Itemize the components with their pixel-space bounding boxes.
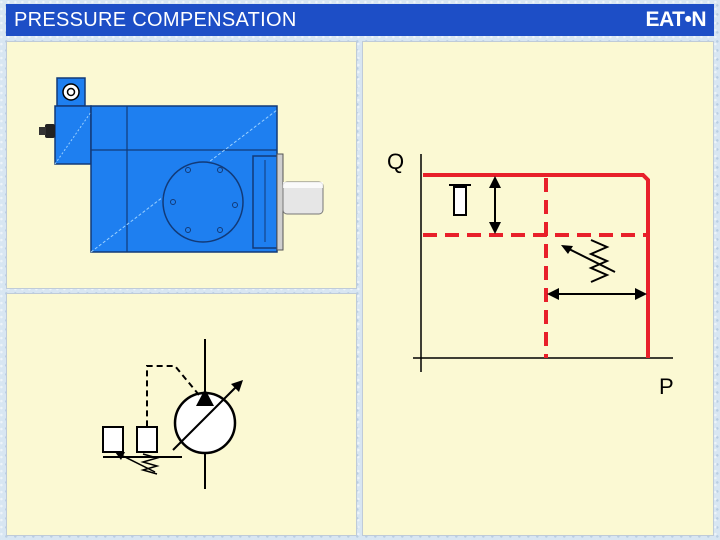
- adjusting-screw: [45, 124, 55, 138]
- pump-end-cover: [162, 161, 244, 243]
- variable-arrow: [172, 383, 240, 451]
- title-bar: PRESSURE COMPENSATION EAT•N: [6, 4, 714, 36]
- pressure-flow-graph-panel: Q P: [362, 41, 714, 536]
- flow-adjust-box: [453, 186, 467, 216]
- max-flow-curve: [423, 173, 650, 358]
- page-title: PRESSURE COMPENSATION: [14, 9, 297, 31]
- pump-illustration-panel: [6, 41, 357, 289]
- y-axis-label: Q: [387, 149, 404, 174]
- compensator-spring: [140, 453, 160, 475]
- x-axis-label: P: [659, 374, 674, 399]
- pressure-adjust-spring: [588, 239, 610, 283]
- flow-direction-arrow: [196, 389, 214, 406]
- pilot-line: [146, 365, 200, 436]
- adjuster-knob: [62, 83, 80, 101]
- compensator-body: [54, 105, 92, 165]
- pump-schematic-symbol: [102, 339, 243, 489]
- spool-box-right: [136, 426, 158, 453]
- pressure-flow-graph: Q P: [387, 149, 674, 399]
- spool-box-left: [102, 426, 124, 453]
- brand-logo: EAT•N: [645, 8, 707, 31]
- vane-pump-drawing: [39, 77, 324, 253]
- hydraulic-symbol-panel: [6, 293, 357, 536]
